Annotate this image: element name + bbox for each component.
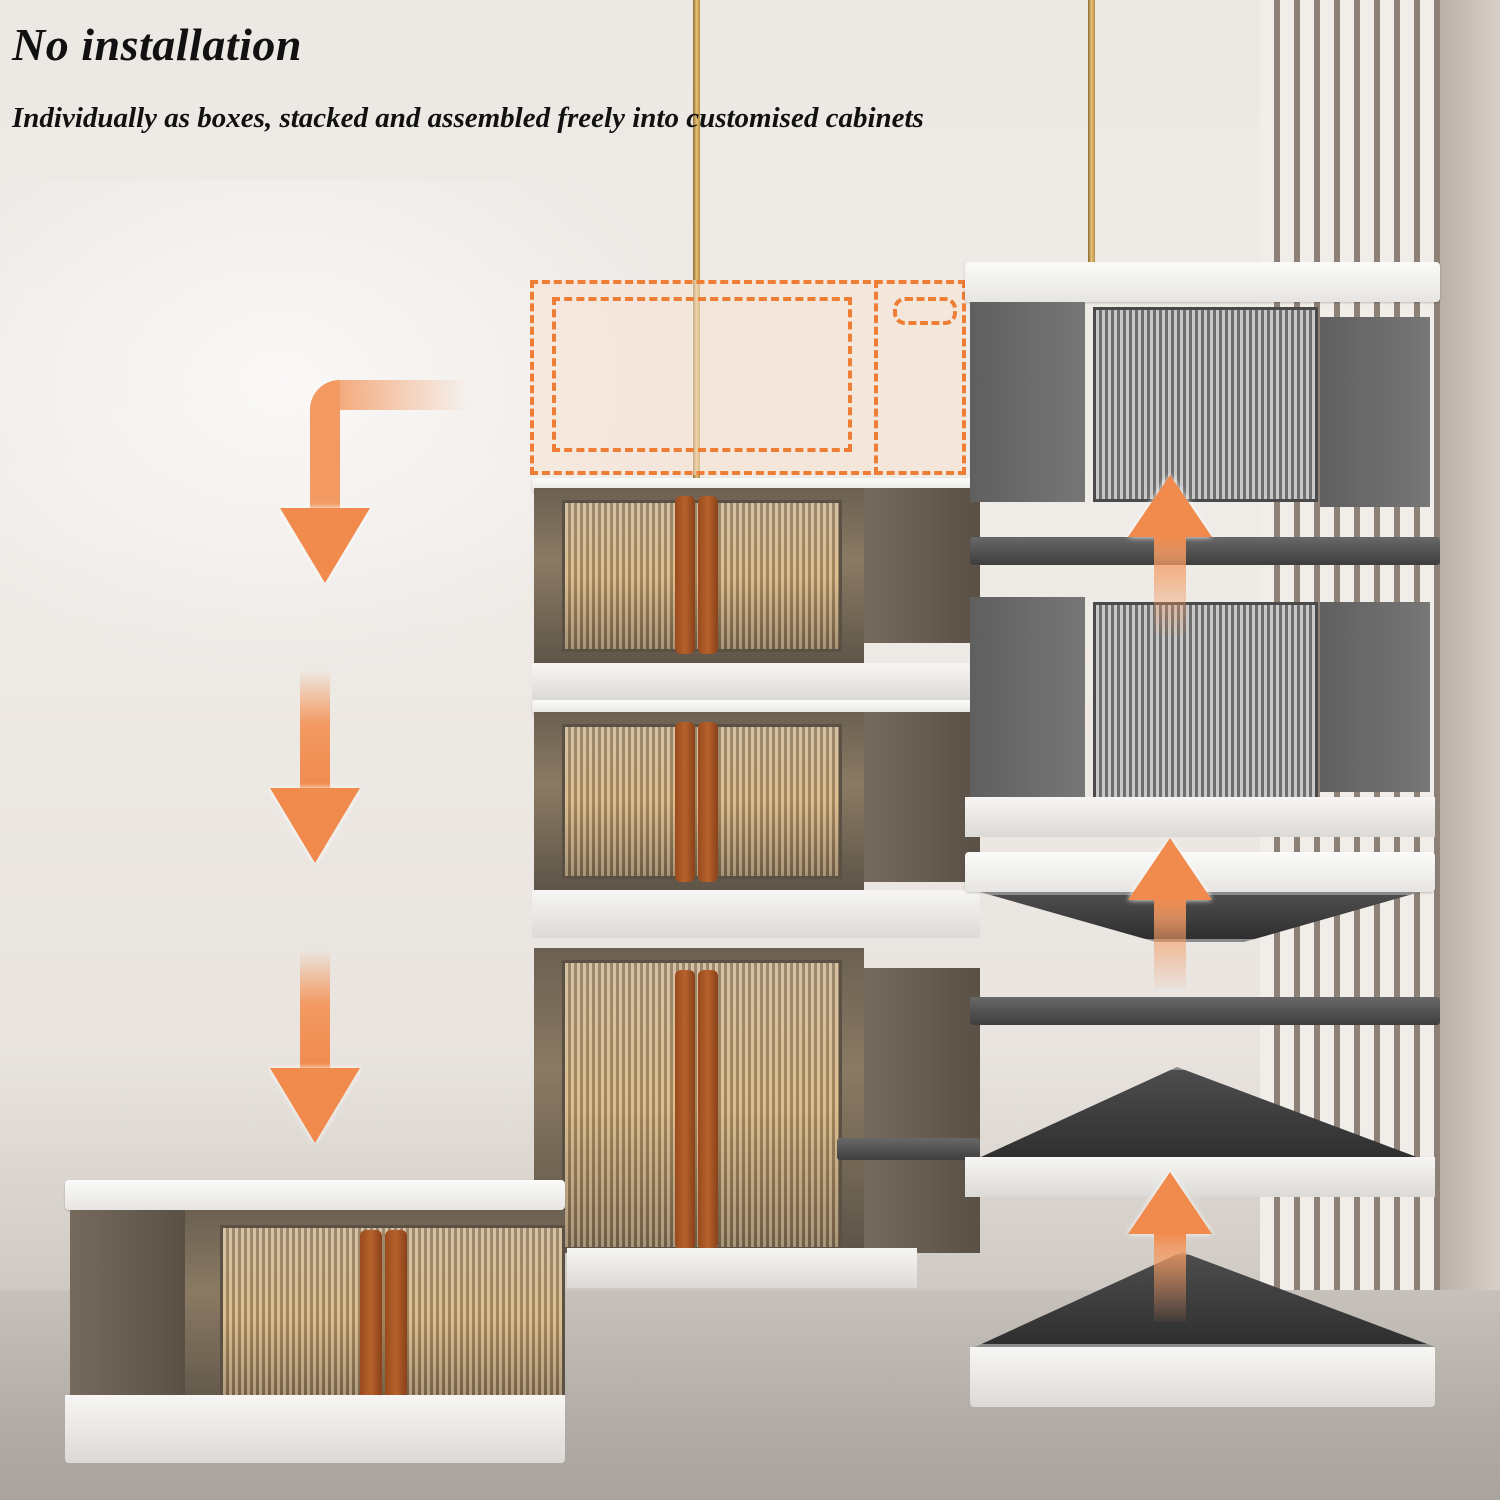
stack-box-2 (532, 700, 980, 938)
up-arrow-icon (1128, 1172, 1212, 1322)
stack-box-1 (532, 478, 980, 700)
door-handle-left (675, 722, 695, 882)
down-arrow-icon (270, 670, 360, 863)
right-stack (965, 262, 1440, 1432)
wall-edge (1440, 0, 1500, 1500)
folding-panel (970, 1067, 1430, 1162)
grey-box-front (1093, 307, 1318, 502)
ghost-box-handle-icon (893, 297, 957, 325)
door-handle-right (698, 722, 718, 882)
headline-title: No installation (12, 19, 302, 70)
stack-box-3 (532, 938, 980, 1288)
gold-pole-right (1088, 0, 1095, 270)
door-handle-left (675, 496, 695, 654)
headline-subtitle: Individually as boxes, stacked and assem… (12, 102, 924, 134)
grey-box-front (1093, 602, 1318, 802)
connector-bar (970, 537, 1440, 565)
ghost-box-side-divider (874, 280, 878, 475)
door-handle-right (385, 1230, 407, 1408)
single-box (65, 1180, 565, 1465)
up-arrow-icon (1128, 838, 1212, 988)
door-handle-right (698, 496, 718, 654)
connector-bar (970, 997, 1440, 1025)
curved-down-arrow-icon (270, 380, 470, 590)
door-handle-left (675, 970, 695, 1250)
ghost-box-front-panel (552, 297, 852, 452)
connector-bar (837, 1138, 980, 1160)
door-handle-left (360, 1230, 382, 1408)
down-arrow-icon (270, 950, 360, 1143)
up-arrow-icon (1128, 475, 1212, 635)
gold-pole-left (693, 0, 700, 480)
door-handle-right (698, 970, 718, 1250)
